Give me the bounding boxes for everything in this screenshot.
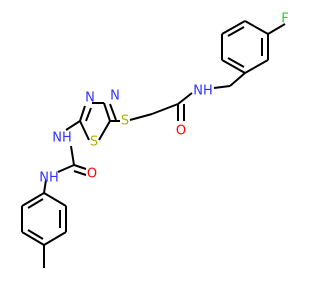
thioether-sulfur-label: S	[121, 114, 129, 129]
ring-nh-bond	[65, 120, 81, 131]
benzyl-bond	[229, 72, 246, 87]
urea-c-o-bond-2	[73, 170, 87, 176]
nh-aryl-bond	[43, 179, 47, 194]
ring-nh-label: NH	[52, 131, 72, 146]
ring-nitrogen-4-label: N	[110, 89, 120, 104]
molecule-structure: F NH O S N N S NH O NH	[0, 0, 300, 300]
c-f-bond	[267, 23, 286, 35]
ring-nitrogen-3-label: N	[85, 91, 95, 106]
ring-sulfur-label: S	[90, 135, 98, 150]
urea-nh-label: NH	[39, 171, 59, 186]
fluorine-label: F	[281, 12, 288, 27]
urea-oxygen-label: O	[87, 167, 97, 182]
thiadiazole-ring	[79, 102, 117, 141]
nh-carbonyl-bond	[177, 92, 193, 105]
amide-oxygen-label: O	[176, 124, 186, 139]
nh-urea-c-bond	[70, 145, 75, 166]
ch2-nh-bond	[213, 85, 231, 89]
ch2-s-bond	[129, 113, 153, 121]
urea-c-o-bond-1	[73, 164, 87, 170]
molecule-diagram: F NH O S N N S NH O NH	[0, 0, 300, 300]
background	[0, 0, 300, 300]
amide-nh-label: NH	[193, 84, 213, 99]
carbonyl-ch2-bond	[151, 103, 179, 115]
fluorophenyl-ring	[221, 20, 269, 74]
urea-c-nh-bond	[57, 164, 75, 173]
tolyl-ring	[21, 192, 67, 246]
